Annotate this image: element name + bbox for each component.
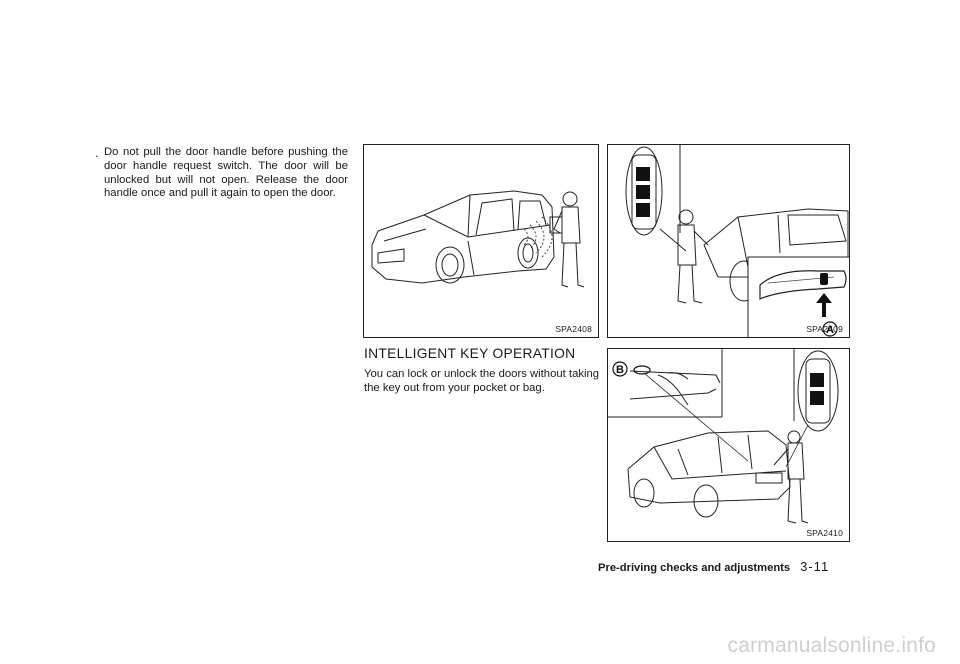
section-heading: INTELLIGENT KEY OPERATION (364, 346, 576, 361)
page-number: 3-11 (800, 559, 830, 574)
footer-section-title: Pre-driving checks and adjustments (598, 562, 791, 574)
car-approach-illustration (371, 190, 585, 288)
watermark: carmanualsonline.info (727, 634, 936, 657)
figure-back-door-opener: B SPA2410 (607, 348, 850, 542)
figure-code: SPA2409 (806, 324, 843, 334)
figure-door-handle-switch: A SPA2409 (607, 144, 850, 338)
page-footer: Pre-driving checks and adjustments 3-11 (598, 559, 829, 574)
figure-person-approaching-car: SPA2408 (363, 144, 599, 338)
back-door-illustration: B (608, 349, 839, 524)
section-body: You can lock or unlock the doors without… (364, 368, 600, 394)
callout-a: A (826, 324, 834, 336)
figure-code: SPA2408 (555, 324, 592, 334)
bullet-marker: . (95, 146, 99, 160)
bullet-item: . Do not pull the door handle before pus… (95, 146, 348, 201)
callout-b: B (616, 364, 624, 376)
door-handle-illustration: A (625, 145, 849, 337)
figure-code: SPA2410 (806, 528, 843, 538)
bullet-text: Do not pull the door handle before pushi… (104, 146, 348, 200)
